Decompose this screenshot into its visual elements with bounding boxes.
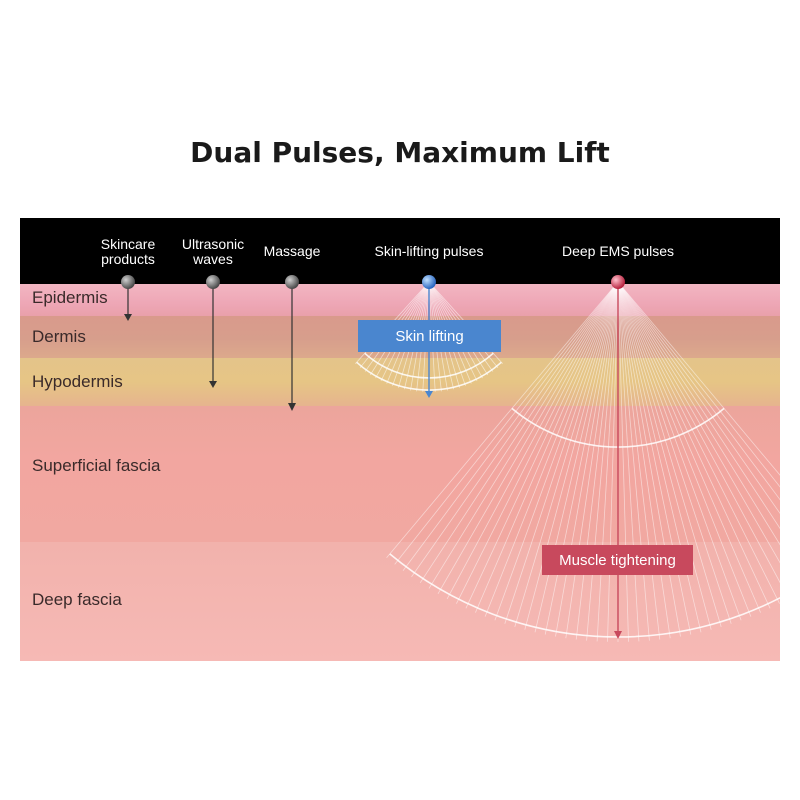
fan-ray [524,281,619,630]
fan-ray [555,281,619,637]
fan-ray [617,281,661,640]
fan-ray [504,281,619,624]
layer-superficial-fascia [20,406,780,542]
label-epidermis: Epidermis [32,288,108,307]
label-dermis: Dermis [32,327,86,346]
muscle-tightening-tag: Muscle tightening [542,545,693,575]
fan-ray [617,281,780,546]
fan-ray [617,281,780,584]
fan-ray [402,281,619,572]
fan-ray [617,281,780,501]
label-deep-fascia: Deep fascia [32,590,122,609]
fan-ray [617,281,780,564]
skin-layer-diagram: Skincare products Ultrasonic waves Massa… [20,218,780,661]
label-superficial-fascia: Superficial fascia [32,456,161,475]
fan-ray [617,281,692,635]
fan-ray [419,281,619,584]
fan-ray [617,281,629,642]
fan-ray [428,281,619,589]
fan-ray [494,281,619,621]
arrowhead-deep-ems [614,631,622,639]
fan-ray [617,281,650,641]
fan-ray [617,281,722,628]
fan-ray [617,281,780,604]
fan-ray [617,281,742,621]
label-massage: Massage [263,243,321,259]
fan-ray [607,281,619,642]
fan-ray [484,281,619,617]
arrowhead-ultrasonic [209,381,217,388]
fan-ray [475,281,619,613]
fan-ray [617,281,681,637]
label-skincare-products: Skincare products [100,236,156,267]
header-bar [20,218,780,284]
fan-ray [617,281,712,630]
fan-ray [617,281,732,624]
fan-ray [617,281,780,515]
arrowhead-skincare [124,314,132,321]
fan-ray [446,281,619,600]
deep-ems-fan [386,281,780,642]
label-hypodermis: Hypodermis [32,372,123,391]
fan-ray [617,281,771,609]
fan-ray [456,281,619,604]
skincare-source-icon [121,275,135,289]
skin-lifting-source-icon [422,275,436,289]
fan-ray [617,281,640,642]
fan-ray [617,281,780,488]
fan-ray [565,281,619,639]
pulse-overlay [121,275,780,642]
fan-ray [544,281,619,635]
fan-ray [514,281,619,628]
arrowhead-massage [288,403,296,411]
skin-lifting-tag: Skin lifting [358,320,501,352]
fan-ray [394,281,619,565]
massage-source-icon [285,275,299,289]
fan-ray [617,281,671,639]
diagram-title: Dual Pulses, Maximum Lift [190,136,610,169]
fan-ray [575,281,619,640]
layer-epidermis [20,284,780,316]
fan-ray [586,281,619,641]
fan-ray [617,281,761,613]
ultrasonic-source-icon [206,275,220,289]
fan-ray [617,281,780,476]
label-ultrasonic-waves: Ultrasonic waves [181,236,245,267]
fan-ray [386,281,619,559]
fan-ray [617,281,780,530]
fan-ray [411,281,619,578]
fan-ray [596,281,619,642]
fan-ray [465,281,619,609]
label-skin-lifting-pulses: Skin-lifting pulses [374,243,484,259]
deep-ems-source-icon [611,275,625,289]
fan-ray [617,281,752,617]
label-deep-ems-pulses: Deep EMS pulses [561,243,675,259]
arrowhead-skin-lifting [425,391,433,398]
fan-ray [437,281,619,594]
